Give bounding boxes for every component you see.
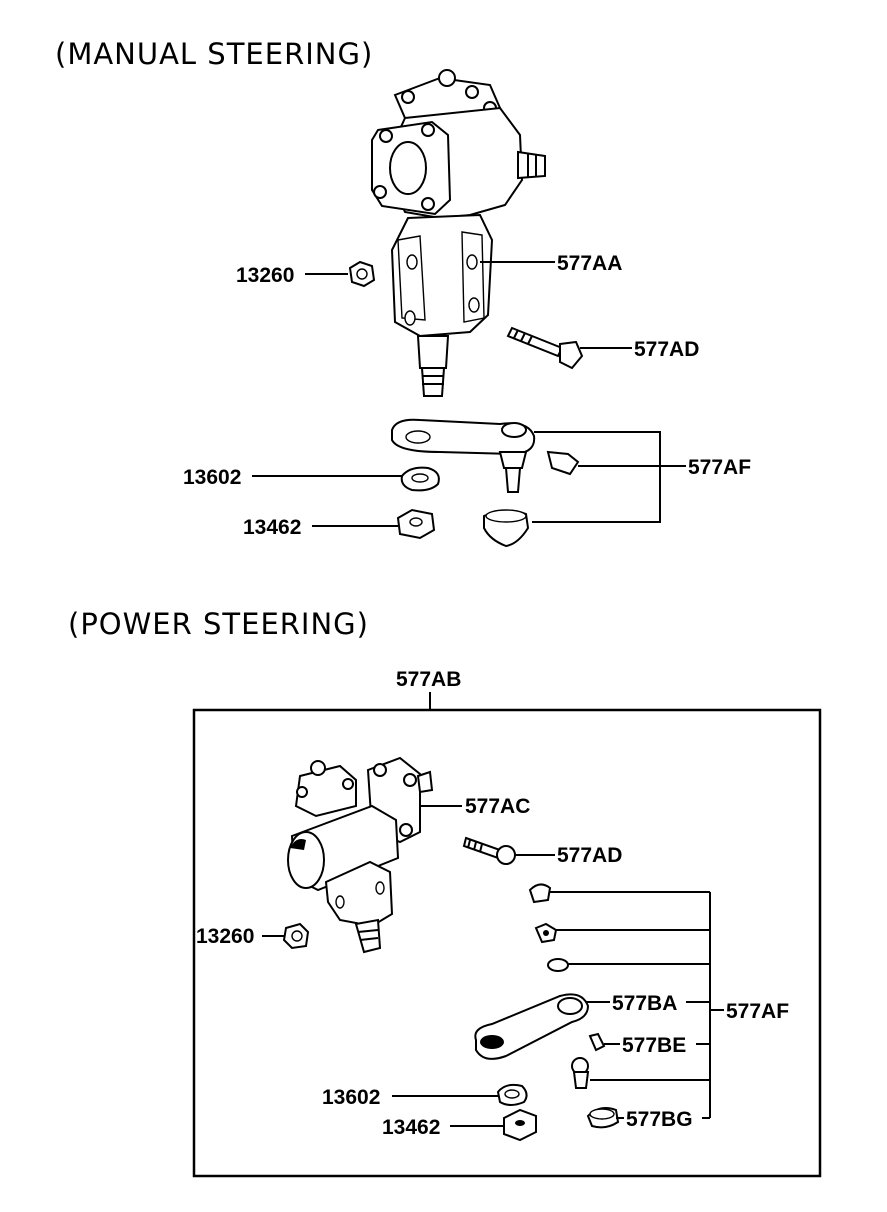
power-assembly-frame: [192, 708, 822, 1178]
power-bolt-577AD: [462, 836, 516, 865]
label-power-13462: 13462: [382, 1116, 440, 1139]
label-manual-13462: 13462: [243, 516, 301, 539]
label-manual-13602: 13602: [183, 466, 241, 489]
label-manual-577AA: 577AA: [557, 252, 622, 275]
power-kit-cap: [528, 883, 552, 904]
label-power-13602: 13602: [322, 1086, 380, 1109]
power-steering-gear-box: [287, 756, 434, 954]
label-power-577AF: 577AF: [726, 1000, 789, 1023]
manual-steering-title: (MANUAL STEERING): [55, 37, 373, 71]
manual-steering-gear-box: [371, 69, 546, 397]
manual-ball-stud: [546, 450, 580, 476]
manual-washer-13602: [400, 466, 440, 492]
bracket-manual-577AF: [532, 431, 661, 523]
label-power-13260: 13260: [196, 925, 254, 948]
power-ball-stud-577BE: [588, 1032, 606, 1052]
label-power-577AD: 577AD: [557, 844, 622, 867]
power-kit-nut: [534, 922, 558, 944]
power-pitman-arm: [474, 993, 590, 1060]
label-manual-577AF: 577AF: [688, 456, 751, 479]
power-washer-13602: [496, 1083, 528, 1106]
power-nut-13462: [503, 1108, 537, 1142]
manual-nut-13260: [348, 260, 376, 288]
power-kit-washer: [547, 958, 569, 972]
manual-bolt-577AD: [506, 326, 584, 370]
label-power-577AB: 577AB: [396, 668, 461, 691]
power-boot-577BG: [586, 1107, 620, 1129]
manual-boot: [483, 509, 530, 548]
label-power-577BE: 577BE: [622, 1034, 686, 1057]
manual-nut-13462: [396, 508, 436, 540]
manual-pitman-arm: [391, 418, 536, 493]
label-manual-577AD: 577AD: [634, 338, 699, 361]
label-power-577BA: 577BA: [612, 992, 677, 1015]
label-power-577AC: 577AC: [465, 795, 530, 818]
label-power-577BG: 577BG: [626, 1108, 693, 1131]
power-nut-13260: [282, 922, 310, 950]
power-stud: [571, 1057, 590, 1089]
bracket-power-577AF: [550, 891, 724, 1119]
power-steering-title: (POWER STEERING): [68, 607, 369, 641]
label-manual-13260: 13260: [236, 264, 294, 287]
